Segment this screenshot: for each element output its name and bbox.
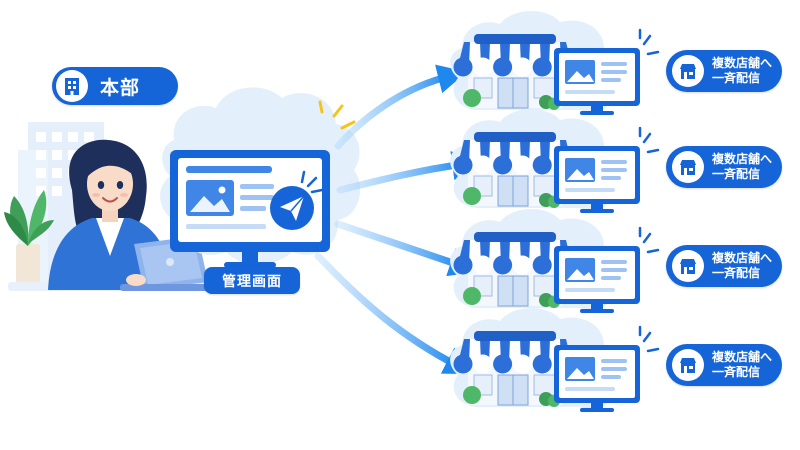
badge-line-1: 複数店舗へ: [712, 350, 773, 364]
badge-line-2: 一斉配信: [712, 71, 761, 85]
headquarters-label: 本部: [52, 67, 178, 105]
distribution-arrows: [314, 64, 482, 375]
arrow-to-store-2: [336, 151, 482, 194]
arrow-to-store-3: [334, 220, 479, 277]
badge-line-1: 複数店舗へ: [712, 152, 773, 166]
store-illustration-3: [450, 208, 660, 313]
bush: [463, 287, 481, 305]
hand: [126, 274, 146, 286]
badge-line-2: 一斉配信: [712, 167, 761, 181]
store-badge-1: 複数店舗へ一斉配信: [666, 50, 782, 92]
send-button-illustration: [270, 170, 324, 230]
paper-plane-icon: [280, 195, 305, 221]
store-awning: [453, 34, 572, 77]
headquarters-text: 本部: [100, 76, 141, 99]
stores-layer: [450, 10, 660, 412]
store-monitor: [554, 48, 640, 115]
store-icon: [672, 349, 704, 381]
store-icon: [672, 151, 704, 183]
building-icon: [56, 70, 88, 102]
store-icon: [672, 250, 704, 282]
store-badge-3: 複数店舗へ一斉配信: [666, 245, 782, 287]
store-illustration-2: [450, 108, 660, 213]
badge-line-2: 一斉配信: [712, 266, 761, 280]
signal-lines: [638, 126, 660, 154]
badge-line-1: 複数店舗へ: [712, 251, 773, 265]
headquarters-scene: [4, 122, 214, 291]
accent-spark: [318, 100, 356, 130]
signal-lines: [638, 226, 660, 254]
bush: [463, 187, 481, 205]
signal-lines: [638, 325, 660, 353]
store-illustration-1: [450, 10, 660, 115]
store-badge-4: 複数店舗へ一斉配信: [666, 344, 782, 386]
badge-line-1: 複数店舗へ: [712, 56, 773, 70]
store-monitor: [554, 246, 640, 313]
signal-lines: [638, 28, 660, 56]
admin-screen-label: 管理画面: [204, 267, 300, 294]
bush: [463, 89, 481, 107]
plant-illustration: [4, 190, 54, 284]
arrow-to-store-4: [314, 252, 474, 375]
badge-line-2: 一斉配信: [712, 365, 761, 379]
store-awning: [453, 232, 572, 275]
store-illustration-4: [450, 307, 660, 412]
store-icon: [672, 55, 704, 87]
store-monitor: [554, 146, 640, 213]
bush: [463, 386, 481, 404]
store-badge-2: 複数店舗へ一斉配信: [666, 146, 782, 188]
arrow-to-store-1: [334, 64, 468, 150]
store-monitor: [554, 345, 640, 412]
